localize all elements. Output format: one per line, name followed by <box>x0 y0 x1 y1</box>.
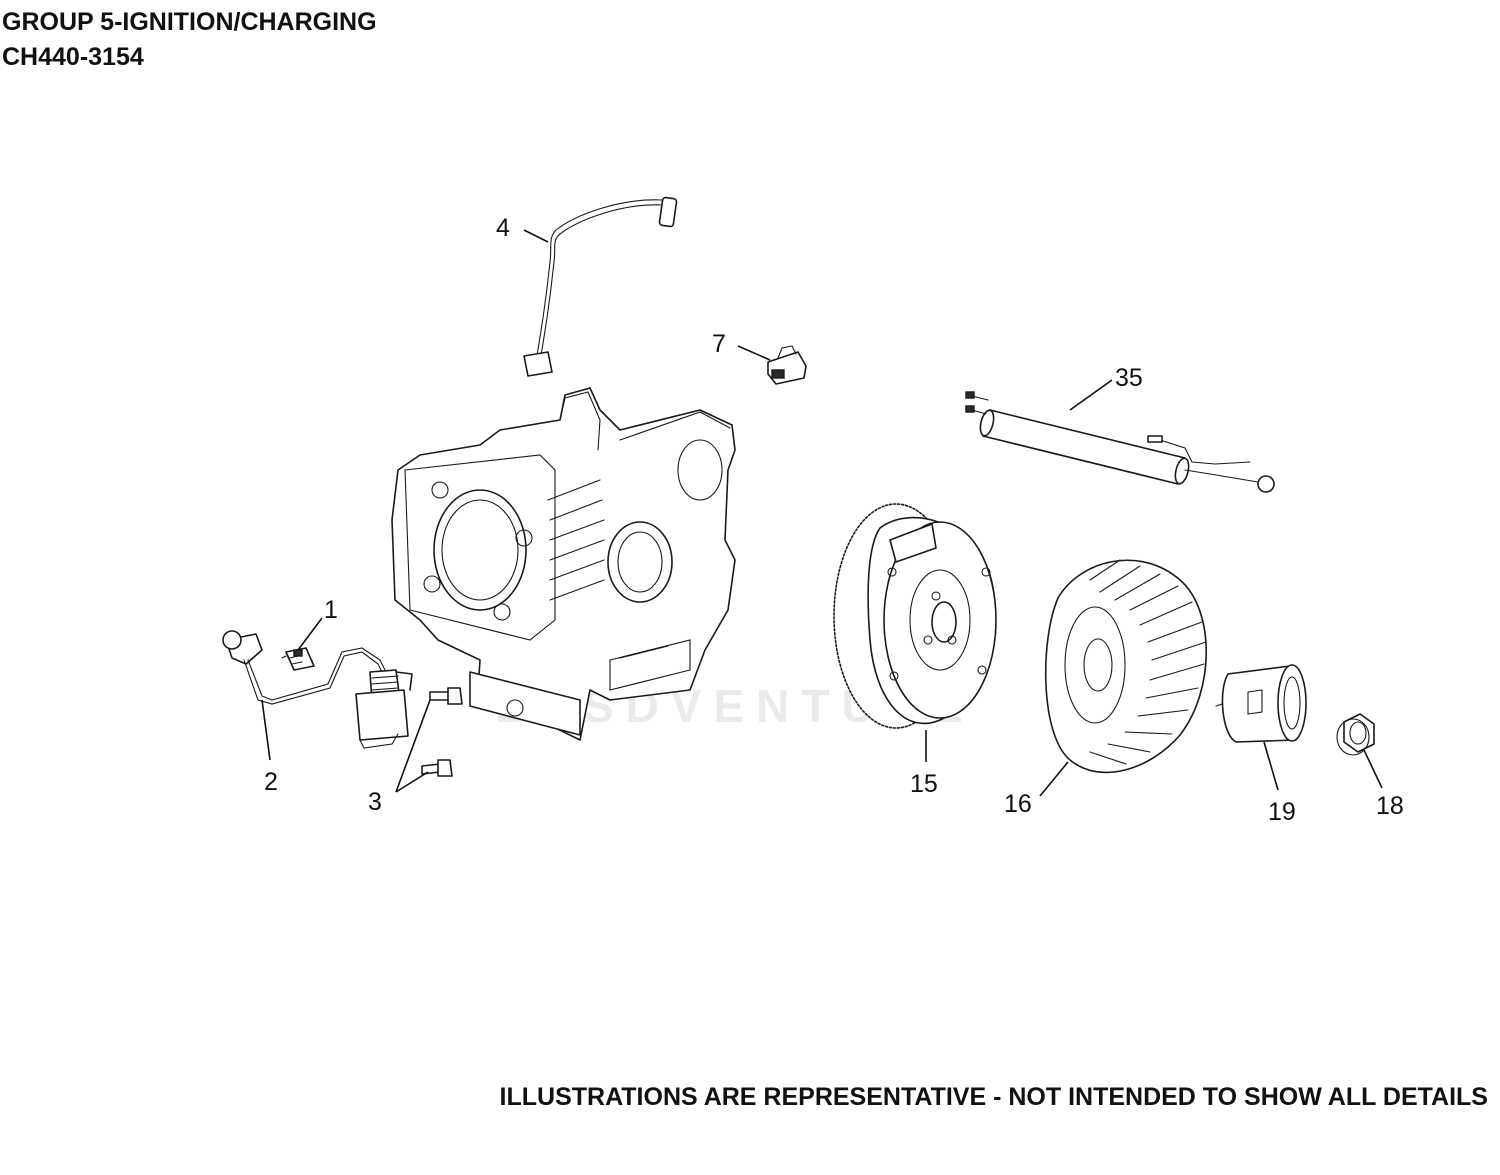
page-title: GROUP 5-IGNITION/CHARGING <box>2 8 377 36</box>
part-16-cooling-fan[interactable] <box>1044 559 1208 774</box>
callout-35[interactable]: 35 <box>1115 364 1143 392</box>
callout-19[interactable]: 19 <box>1268 798 1296 826</box>
leader-lines <box>261 229 1383 797</box>
callout-15[interactable]: 15 <box>910 770 938 798</box>
callout-18[interactable]: 18 <box>1376 792 1404 820</box>
engine-crankcase <box>391 387 736 741</box>
part-35-rectifier-module[interactable] <box>965 391 1275 493</box>
part-3-bolts[interactable] <box>421 687 463 777</box>
callout-4[interactable]: 4 <box>496 214 510 242</box>
callout-16[interactable]: 16 <box>1004 790 1032 818</box>
disclaimer-note: ILLUSTRATIONS ARE REPRESENTATIVE - NOT I… <box>499 1083 1488 1111</box>
model-number: CH440-3154 <box>2 43 144 71</box>
callout-1[interactable]: 1 <box>324 596 338 624</box>
callout-2[interactable]: 2 <box>264 768 278 796</box>
part-19-fan-cup[interactable] <box>1215 664 1307 743</box>
part-15-flywheel[interactable] <box>833 503 997 729</box>
callout-3[interactable]: 3 <box>368 788 382 816</box>
callout-numbers: 4 7 35 1 2 3 15 16 19 18 <box>264 214 1404 826</box>
part-4-ground-wire[interactable] <box>523 196 678 377</box>
part-18-flange-nut[interactable] <box>1336 713 1375 756</box>
part-7-connector[interactable] <box>767 345 807 385</box>
part-1-spark-plug[interactable] <box>281 647 315 671</box>
part-2-ignition-module[interactable] <box>222 630 413 749</box>
callout-7[interactable]: 7 <box>712 330 726 358</box>
